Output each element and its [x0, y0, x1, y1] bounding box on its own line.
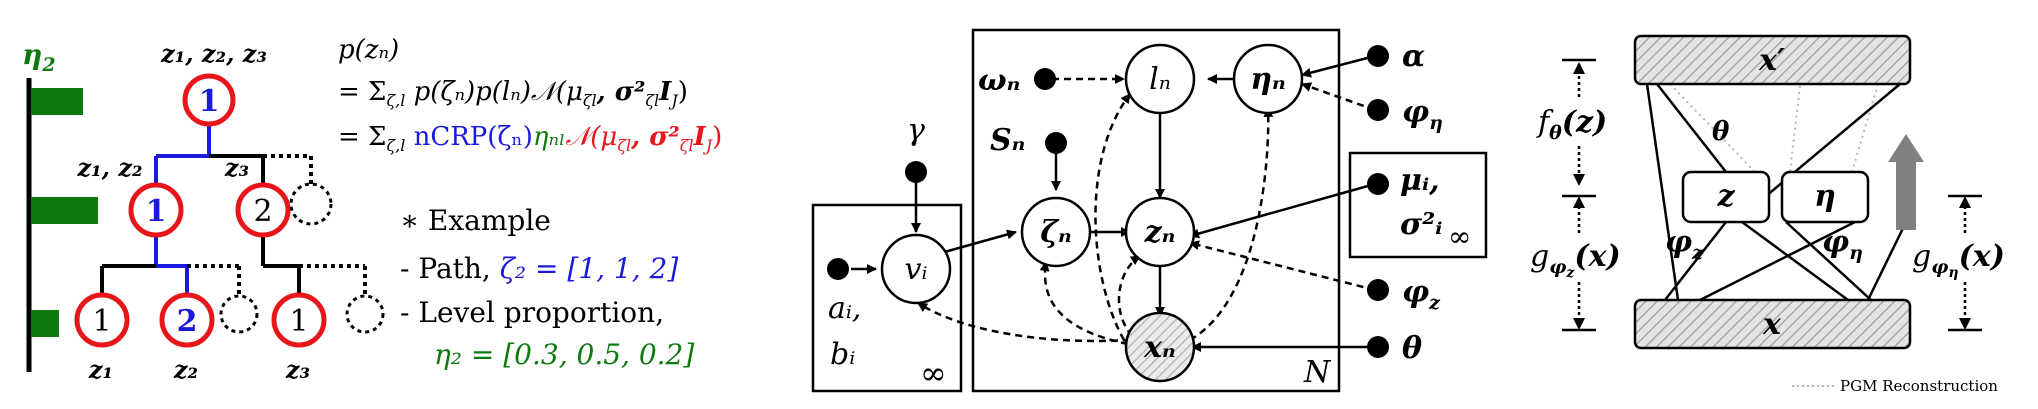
- example-heading: ∗ Example: [400, 204, 551, 237]
- reconstruction-arrow: [1888, 134, 1924, 230]
- phi-z-dot: [1367, 279, 1389, 301]
- v-node: [880, 233, 952, 305]
- inf-left-label: ∞: [920, 354, 947, 392]
- tree-edges: [100, 124, 367, 296]
- tree-eta-label: η2: [22, 38, 56, 76]
- x-node-label: xₙ: [1143, 330, 1176, 365]
- pgm-panel: vᵢ ζₙ lₙ ηₙ zₙ xₙ γ aᵢ, bᵢ ∞ ωₙ Sₙ N α φ…: [811, 28, 1488, 393]
- vae-theta-label: θ: [1712, 117, 1730, 147]
- pgm-solid-edges: [851, 54, 1376, 352]
- level-bar-3: [31, 310, 59, 337]
- ab-dot: [827, 258, 849, 280]
- pgm-reconstruction-lines: [1669, 83, 1879, 173]
- l-node-label: lₙ: [1149, 62, 1171, 97]
- phi-z-label: φz: [1402, 275, 1441, 314]
- v-node-label: vᵢ: [905, 252, 928, 287]
- eta-node-label: ηₙ: [1250, 62, 1286, 97]
- theta-label: θ: [1402, 331, 1422, 366]
- g-phi-eta-label: gφη(x): [1912, 239, 2005, 281]
- x-box-label: x: [1762, 307, 1782, 342]
- tree-node-l1-right-id: 2: [253, 194, 272, 229]
- tree-leaf-1-id: 1: [92, 304, 111, 339]
- tree-leaf-3-id: 1: [289, 304, 308, 339]
- tree-leaf-1: [74, 292, 130, 348]
- equation-line-2: = Σζ,l p(ζₙ)p(lₙ)𝒩(μζl, σ²ζlIJ): [338, 77, 688, 110]
- z-box: [1681, 170, 1771, 224]
- example-level-value: η₂ = [0.3, 0.5, 0.2]: [434, 338, 694, 371]
- inf-right-label: ∞: [1448, 220, 1471, 253]
- zeta-node-label: ζₙ: [1040, 215, 1072, 250]
- level-bar-2: [31, 197, 98, 224]
- tree-node-l1-right: [235, 182, 291, 238]
- tree-leaf-3-label: z₃: [285, 355, 310, 384]
- eta-box: [1780, 170, 1870, 224]
- x-box: [1633, 298, 1912, 350]
- s-dot: [1045, 132, 1067, 154]
- alpha-label: α: [1402, 39, 1425, 74]
- pgm-dashed-edges: [917, 74, 1376, 346]
- mu-sigma-label-1: μᵢ,: [1400, 163, 1440, 198]
- gamma-label: γ: [907, 113, 925, 148]
- tree-l1-right-label: z₃: [224, 153, 249, 182]
- level-bar-1: [31, 88, 83, 115]
- mu-sigma-dot: [1367, 173, 1389, 195]
- z-node: [1124, 196, 1196, 268]
- equation-line-1: p(zₙ): [338, 35, 399, 65]
- tree-root-label: z₁, z₂, z₃: [160, 39, 267, 68]
- gamma-dot: [905, 161, 927, 183]
- tree-node-l1-left-id: 1: [146, 194, 167, 229]
- tree-leaf-new-1: [219, 294, 259, 334]
- left-dimension-markers: [1562, 58, 1596, 332]
- mu-sigma-label-2: σ²ᵢ: [1400, 207, 1442, 242]
- example-level-label: - Level proportion,: [400, 296, 664, 329]
- pgm-param-dots: [827, 45, 1389, 358]
- x-prime-box: [1633, 34, 1912, 86]
- ab-label-1: aᵢ,: [828, 291, 861, 326]
- equations-block: p(zₙ) = Σζ,l p(ζₙ)p(lₙ)𝒩(μζl, σ²ζlIJ) = …: [338, 35, 722, 371]
- tree-leaf-new-2: [345, 294, 385, 334]
- example-path: - Path, ζ₂ = [1, 1, 2]: [400, 252, 678, 285]
- alpha-dot: [1367, 45, 1389, 67]
- l-node: [1124, 43, 1196, 115]
- tree-leaf-2: [159, 292, 215, 348]
- tree-leaf-2-id: 2: [177, 304, 198, 339]
- tree-leaf-2-label: z₂: [173, 355, 198, 384]
- vae-phi-z-label: φz: [1665, 225, 1704, 264]
- plate-infinity-left: [811, 203, 963, 393]
- legend-label: PGM Reconstruction: [1840, 377, 1998, 395]
- omega-dot: [1034, 68, 1056, 90]
- eta-box-label: η: [1814, 179, 1836, 214]
- vae-panel: x′ x z η θ φz φη: [1530, 34, 2005, 395]
- g-phi-z-label: gφz(x): [1530, 239, 1621, 281]
- s-label: Sₙ: [990, 123, 1025, 158]
- z-node-label: zₙ: [1144, 215, 1176, 250]
- theta-dot: [1367, 336, 1389, 358]
- x-prime-label: x′: [1758, 43, 1785, 78]
- ab-label-2: bᵢ: [830, 337, 855, 372]
- phi-eta-label: φη: [1402, 95, 1443, 134]
- omega-label: ωₙ: [978, 63, 1020, 98]
- eta-node: [1232, 43, 1304, 115]
- z-box-label: z: [1716, 179, 1735, 214]
- phi-eta-dot: [1367, 99, 1389, 121]
- vae-phi-eta-label: φη: [1822, 225, 1863, 264]
- zeta-node: [1020, 196, 1092, 268]
- plate-infinity-right: [1348, 151, 1488, 259]
- tree-l1-left-label: z₁, z₂: [77, 153, 143, 182]
- x-node: [1124, 311, 1196, 383]
- tree-node-root-id: 1: [199, 84, 220, 119]
- tree-leaf-3: [271, 292, 327, 348]
- n-plate-label: N: [1303, 355, 1332, 390]
- tree-node-l1-left: [128, 182, 184, 238]
- f-theta-label: fθ(z): [1536, 105, 1607, 144]
- equation-line-3: = Σζ,l nCRP(ζₙ)ηₙₗ𝒩(μζl, σ²ζlIJ): [338, 122, 722, 155]
- tree-node-l1-new: [289, 182, 333, 226]
- tree-node-root: [182, 73, 236, 127]
- ncrp-tree-panel: η2 1: [22, 38, 385, 384]
- plate-n: [971, 28, 1341, 393]
- tree-leaf-1-label: z₁: [88, 355, 113, 384]
